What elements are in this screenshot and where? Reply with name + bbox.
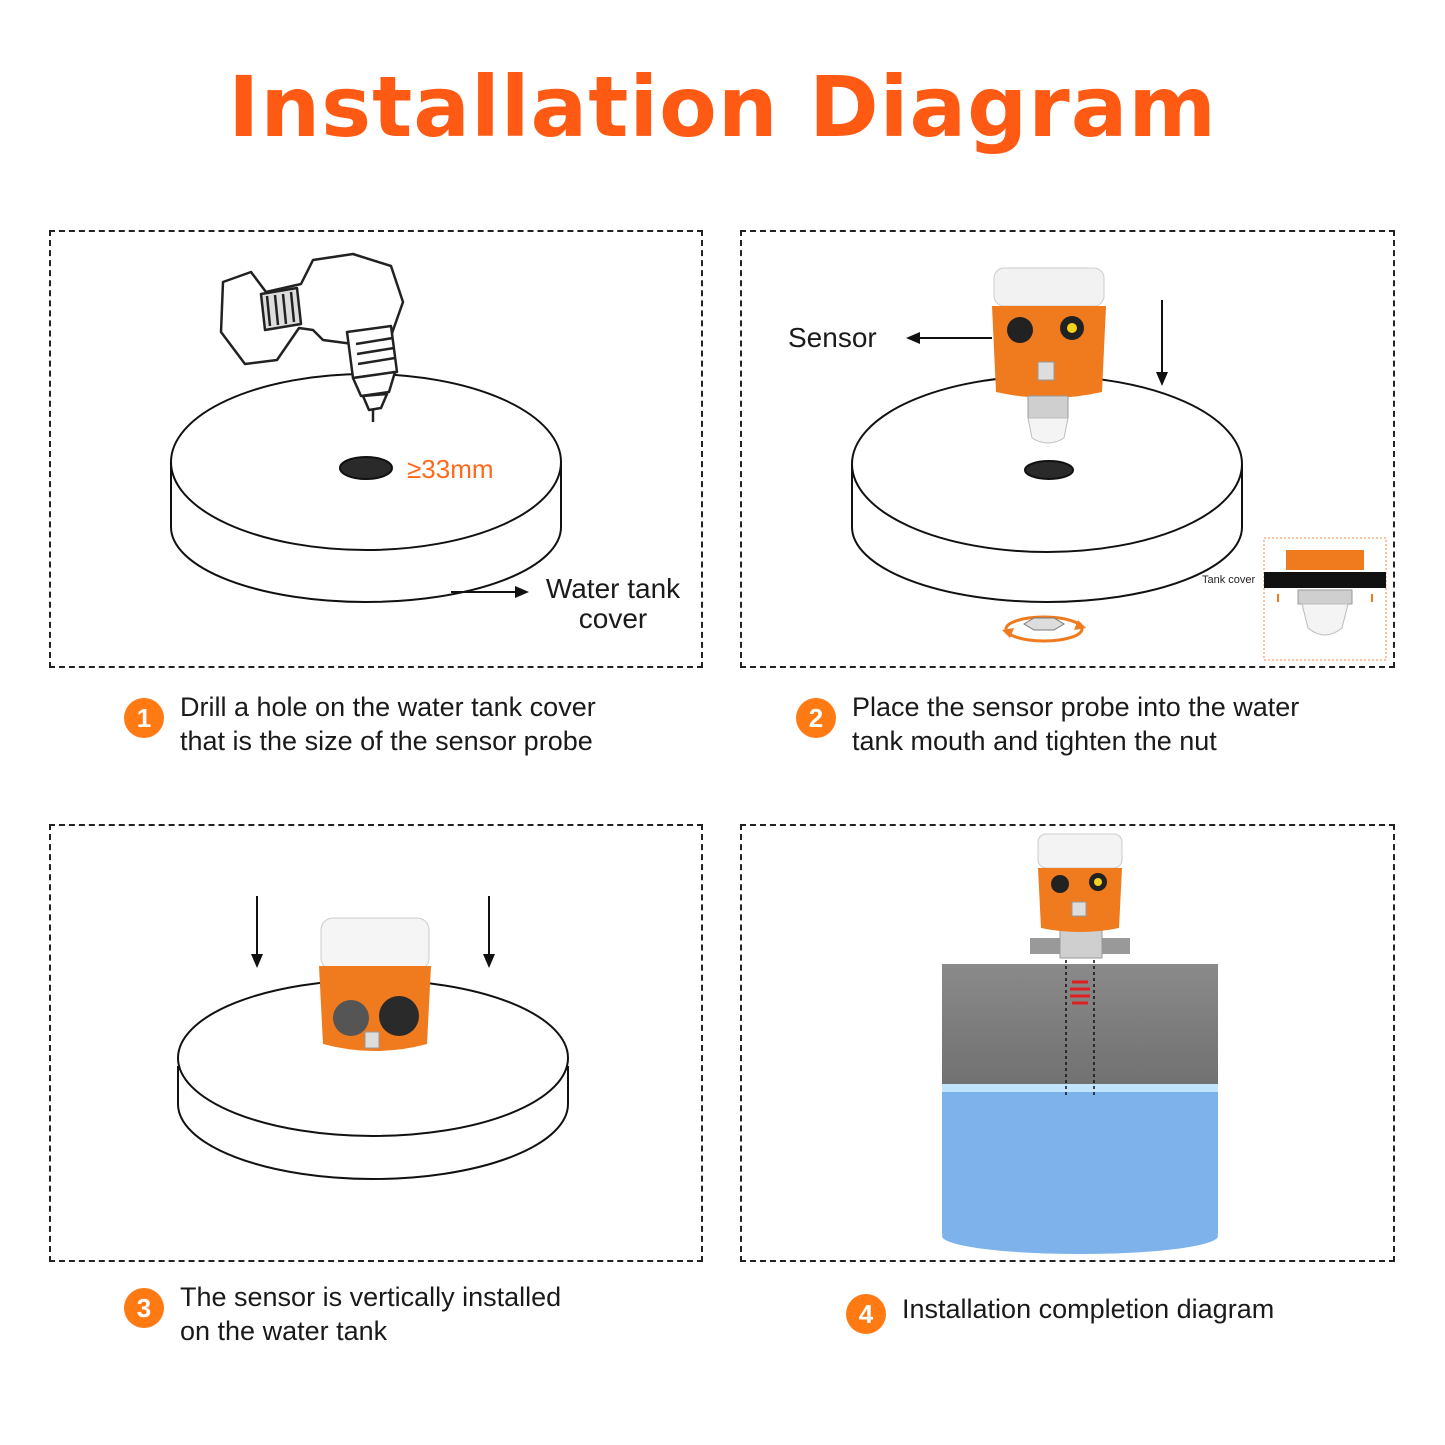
caption-line1: Place the sensor probe into the water: [852, 692, 1300, 722]
cover-label-line1: Water tank: [545, 573, 681, 604]
step-number-badge: 3: [124, 1288, 164, 1328]
step-2: 2 Place the sensor probe into the water …: [796, 690, 1299, 758]
caption-line2: that is the size of the sensor probe: [180, 726, 593, 756]
tank-cover-label: Tank cover: [1202, 574, 1256, 586]
panel-vertical-install: [49, 824, 703, 1262]
step-number-badge: 1: [124, 698, 164, 738]
page-title: Installation Diagram: [228, 58, 1217, 156]
sensor-icon: [992, 267, 1106, 444]
panel-installation-complete: [740, 824, 1395, 1262]
step-number-badge: 4: [846, 1294, 886, 1334]
caption-line2: tank mouth and tighten the nut: [852, 726, 1217, 756]
nut-rotation-icon: [1002, 615, 1086, 643]
hole-size-label: ≥33mm: [407, 454, 494, 484]
vertical-install-illustration: [177, 896, 569, 1180]
step-caption: The sensor is vertically installed on th…: [180, 1280, 561, 1348]
step-1: 1 Drill a hole on the water tank cover t…: [124, 690, 596, 758]
hole-icon: [1024, 460, 1074, 480]
place-sensor-illustration: [851, 267, 1387, 661]
caption-line1: The sensor is vertically installed: [180, 1282, 562, 1312]
caption-line1: Installation completion diagram: [902, 1294, 1275, 1324]
panel-drill-hole: ≥33mm Water tank cover: [49, 230, 703, 668]
water-tank-cover-label: Water tank cover: [533, 574, 693, 634]
tank-icon: [942, 964, 1218, 1094]
step-3: 3 The sensor is vertically installed on …: [124, 1280, 561, 1348]
step-number-badge: 2: [796, 698, 836, 738]
sensor-icon: [319, 917, 431, 1051]
sensor-label: Sensor: [788, 322, 877, 353]
wave-icon: [1070, 980, 1090, 1005]
step-4: 4 Installation completion diagram: [846, 1292, 1274, 1334]
sensor-icon: [1037, 833, 1123, 932]
caption-line2: on the water tank: [180, 1316, 388, 1346]
step-caption: Place the sensor probe into the water ta…: [852, 690, 1299, 758]
caption-line1: Drill a hole on the water tank cover: [180, 692, 596, 722]
tank-cover-inset: [1263, 537, 1387, 661]
drill-icon: [219, 252, 405, 422]
tank-illustration: [942, 833, 1218, 1254]
hole-icon: [339, 456, 393, 480]
drill-illustration: [170, 252, 562, 603]
step-caption: Drill a hole on the water tank cover tha…: [180, 690, 596, 758]
cover-label-line2: cover: [578, 603, 648, 634]
step-caption: Installation completion diagram: [902, 1292, 1274, 1326]
panel-place-sensor: Sensor Tank cover: [740, 230, 1395, 668]
